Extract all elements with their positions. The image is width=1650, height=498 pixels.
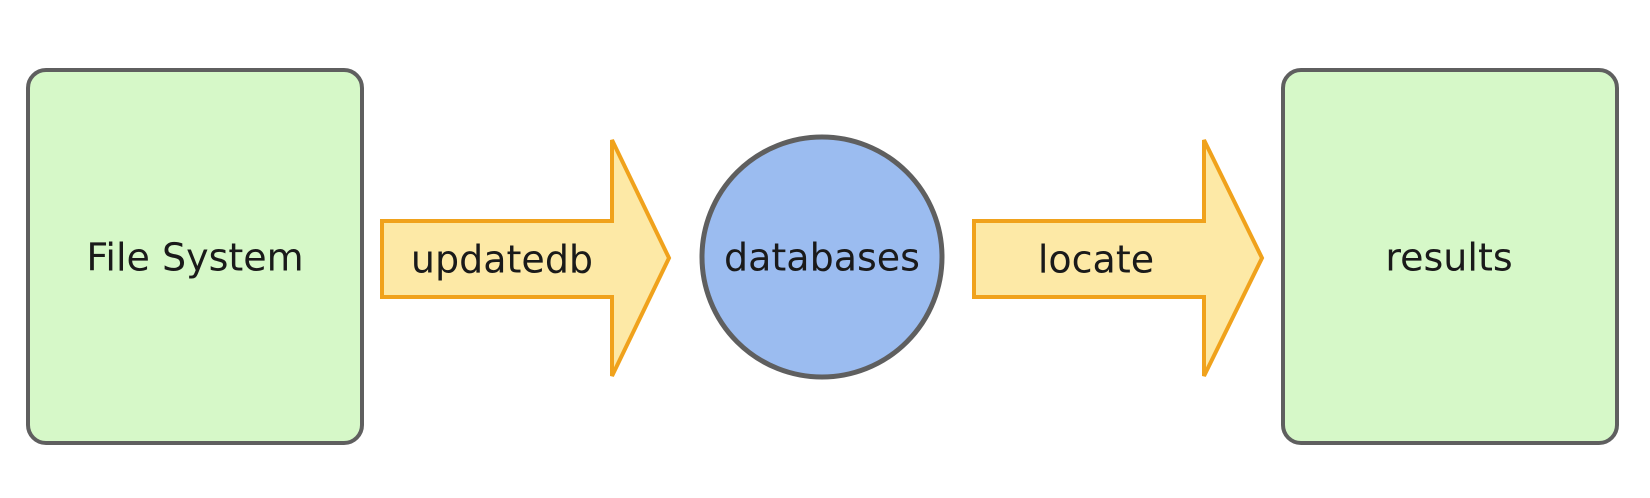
updatedb-arrow — [380, 139, 672, 377]
file-system-label: File System — [86, 236, 303, 280]
updatedb-label: updatedb — [411, 238, 593, 282]
results-box — [1281, 68, 1619, 445]
locate-label: locate — [1038, 238, 1154, 282]
locate-arrow — [972, 139, 1265, 377]
databases-label: databases — [724, 236, 920, 280]
file-system-box — [26, 68, 364, 445]
results-label: results — [1385, 236, 1512, 280]
databases-circle — [699, 134, 945, 380]
